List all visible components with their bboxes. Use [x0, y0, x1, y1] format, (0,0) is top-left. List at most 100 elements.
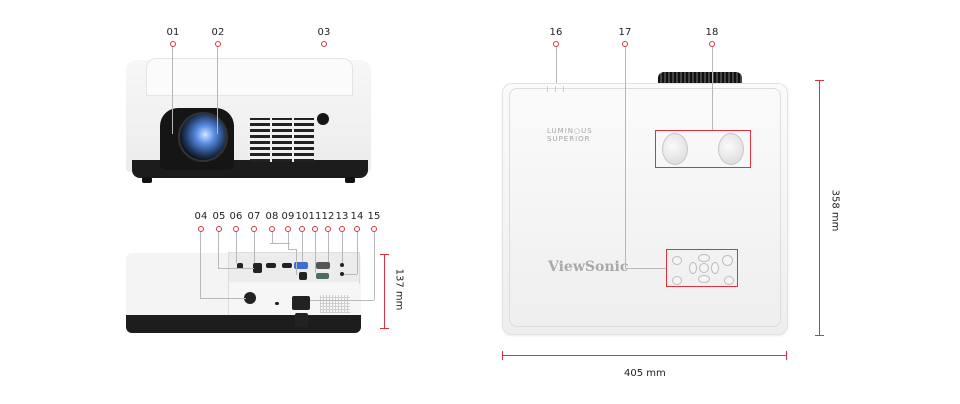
callout-marker-10 — [299, 226, 305, 232]
leader-line-02 — [217, 46, 218, 134]
rear-vent — [320, 295, 350, 313]
brand-logo: ViewSonic — [548, 259, 629, 275]
audio-out-jack — [340, 272, 344, 276]
keypad-up-button — [698, 254, 710, 262]
height-dimension-cap-bottom — [380, 328, 389, 329]
width-dimension-cap-right — [786, 351, 787, 360]
foot-right — [345, 177, 355, 183]
callout-label-12: 12 — [321, 211, 335, 222]
leader-line-01 — [172, 46, 173, 134]
callout-label-02: 02 — [211, 27, 225, 38]
leader-line-05 — [218, 231, 219, 268]
leader-line-04-h — [200, 298, 246, 299]
callout-label-04: 04 — [194, 211, 208, 222]
projector-top-body — [502, 83, 788, 335]
height-dimension-label: 137 mm — [393, 268, 405, 311]
callout-marker-01 — [170, 41, 176, 47]
leader-line-17-h — [625, 268, 666, 269]
keypad-right-button — [711, 262, 719, 274]
width-dimension-line — [502, 355, 787, 356]
leader-line-12 — [328, 231, 329, 262]
audio-in-jack — [340, 263, 344, 267]
callout-label-03: 03 — [317, 27, 331, 38]
callout-label-05: 05 — [212, 211, 226, 222]
ir-receiver-rear — [244, 292, 256, 304]
keypad-down-button — [698, 275, 710, 283]
height-dimension-line — [384, 254, 385, 329]
callout-label-18: 18 — [705, 27, 719, 38]
front-vent-dividers — [250, 118, 314, 162]
led-indicator-2 — [555, 86, 556, 92]
callout-marker-02 — [215, 41, 221, 47]
rs232-port — [316, 273, 329, 279]
keypad-power-button — [672, 256, 682, 265]
foot-left — [142, 177, 152, 183]
callout-label-01: 01 — [166, 27, 180, 38]
height-dimension-cap-top — [380, 254, 389, 255]
leader-line-17 — [625, 46, 626, 268]
badge-line-1: LUMIN○US — [547, 127, 593, 135]
leader-line-05-h — [218, 268, 254, 269]
lens-shift-highlight — [655, 130, 751, 168]
keypad-exit-button — [724, 276, 734, 285]
callout-marker-17 — [622, 41, 628, 47]
kensington-slot — [275, 302, 279, 305]
callout-label-09: 09 — [281, 211, 295, 222]
callout-marker-11 — [312, 226, 318, 232]
leader-line-15-h — [310, 300, 374, 301]
leader-line-09-h — [288, 249, 296, 250]
hdmi-port-2 — [282, 263, 292, 268]
callout-label-14: 14 — [350, 211, 364, 222]
projector-top-shell — [146, 58, 353, 96]
depth-dimension-line — [819, 80, 820, 335]
callout-marker-03 — [321, 41, 327, 47]
badge-line-2: SUPERIOR — [547, 135, 591, 143]
width-dimension-cap-left — [502, 351, 503, 360]
callout-marker-16 — [553, 41, 559, 47]
top-panel-inset — [509, 88, 781, 327]
leader-line-07 — [254, 231, 255, 263]
callout-marker-14 — [354, 226, 360, 232]
depth-dimension-cap-top — [815, 80, 824, 81]
callout-marker-04 — [198, 226, 204, 232]
callout-marker-06 — [233, 226, 239, 232]
lens-shift-knob-horizontal — [662, 133, 688, 165]
power-cord-clip — [295, 313, 308, 327]
leader-line-18 — [712, 46, 713, 130]
luminous-badge: LUMIN○US SUPERIOR — [547, 127, 593, 143]
callout-label-08: 08 — [265, 211, 279, 222]
callout-label-06: 06 — [229, 211, 243, 222]
usb-b-port — [237, 263, 243, 269]
led-indicator-1 — [547, 86, 548, 92]
vga-out-port — [316, 262, 330, 269]
callout-label-11: 11 — [308, 211, 322, 222]
leader-line-11 — [315, 231, 316, 273]
hdmi-port-1 — [266, 263, 276, 268]
leader-line-08 — [272, 231, 273, 243]
vga-port — [294, 262, 308, 269]
leader-line-10 — [302, 231, 303, 262]
callout-marker-08 — [269, 226, 275, 232]
leader-line-16 — [556, 46, 557, 83]
callout-marker-05 — [216, 226, 222, 232]
leader-line-06 — [236, 231, 237, 263]
callout-marker-18 — [709, 41, 715, 47]
depth-dimension-label: 358 mm — [829, 189, 841, 232]
lan-port-top — [253, 263, 262, 273]
callout-label-16: 16 — [549, 27, 563, 38]
leader-line-13 — [342, 231, 343, 263]
depth-dimension-cap-bottom — [815, 335, 824, 336]
width-dimension-label: 405 mm — [624, 368, 666, 379]
projector-lens — [178, 112, 228, 162]
lens-shift-knob-vertical — [718, 133, 744, 165]
ac-power-socket — [292, 296, 310, 310]
callout-marker-13 — [339, 226, 345, 232]
callout-marker-09 — [285, 226, 291, 232]
callout-marker-07 — [251, 226, 257, 232]
led-indicator-3 — [563, 86, 564, 92]
leader-line-04 — [200, 231, 201, 298]
leader-line-14 — [357, 231, 358, 274]
ir-receiver — [317, 113, 329, 125]
callout-label-13: 13 — [335, 211, 349, 222]
lan-port — [299, 272, 307, 280]
